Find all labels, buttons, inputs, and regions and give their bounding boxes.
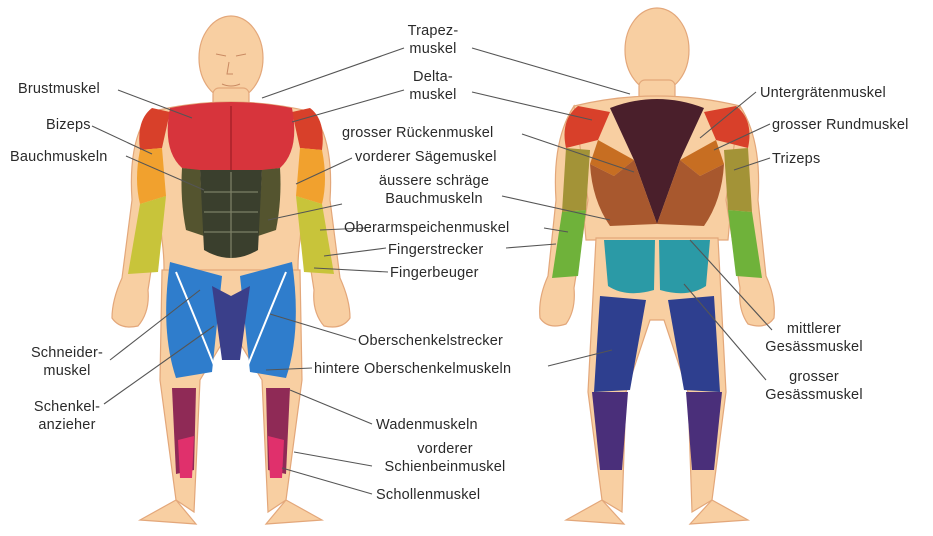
label-grosser-gesaess-line1: grosser bbox=[752, 368, 876, 386]
front-tibialis-left bbox=[178, 436, 194, 478]
label-trizeps: Trizeps bbox=[772, 150, 820, 168]
label-schollen: Schollenmuskel bbox=[376, 486, 480, 504]
label-trapez: Trapez- muskel bbox=[390, 22, 476, 58]
front-quads-right bbox=[240, 262, 296, 378]
label-delta-line2: muskel bbox=[390, 86, 476, 104]
label-mittlerer: mittlerer Gesässmuskel bbox=[752, 320, 876, 356]
label-trapez-line2: muskel bbox=[390, 40, 476, 58]
back-figure bbox=[540, 8, 775, 524]
label-schenkelanzieher: Schenkel- anzieher bbox=[22, 398, 112, 434]
front-tibialis-right bbox=[268, 436, 284, 478]
label-delta: Delta- muskel bbox=[390, 68, 476, 104]
label-untergraeten: Untergrätenmuskel bbox=[760, 84, 886, 102]
label-fingerstrecker: Fingerstrecker bbox=[388, 241, 483, 259]
label-schenkelanzieher-line1: Schenkel- bbox=[22, 398, 112, 416]
front-figure bbox=[112, 16, 350, 524]
label-brust: Brustmuskel bbox=[18, 80, 100, 98]
label-schienbein-line2: Schienbeinmuskel bbox=[370, 458, 520, 476]
label-bauch: Bauchmuskeln bbox=[10, 148, 108, 166]
label-saege: vorderer Sägemuskel bbox=[355, 148, 497, 166]
label-oberschenkelstrecker: Oberschenkelstrecker bbox=[358, 332, 503, 350]
label-delta-line1: Delta- bbox=[390, 68, 476, 86]
back-triceps-right bbox=[724, 148, 752, 212]
label-schraeg-line1: äussere schräge bbox=[356, 172, 512, 190]
front-biceps-right bbox=[296, 148, 325, 204]
label-oberarmspeichen: Oberarmspeichenmuskel bbox=[344, 219, 509, 237]
label-schneider-line1: Schneider- bbox=[22, 344, 112, 362]
label-schneider: Schneider- muskel bbox=[22, 344, 112, 380]
label-trapez-line1: Trapez- bbox=[390, 22, 476, 40]
back-triceps-left bbox=[562, 148, 590, 212]
front-biceps-left bbox=[137, 148, 166, 204]
back-glutes-left bbox=[604, 240, 655, 293]
label-grosser-gesaess-line2: Gesässmuskel bbox=[752, 386, 876, 404]
label-grosser-gesaess: grosser Gesässmuskel bbox=[752, 368, 876, 404]
label-rundmuskel: grosser Rundmuskel bbox=[772, 116, 909, 134]
label-bizeps: Bizeps bbox=[46, 116, 91, 134]
label-hintere: hintere Oberschenkelmuskeln bbox=[314, 360, 511, 378]
label-rueckenmuskel: grosser Rückenmuskel bbox=[342, 124, 493, 142]
label-schienbein: vorderer Schienbeinmuskel bbox=[370, 440, 520, 476]
label-waden: Wadenmuskeln bbox=[376, 416, 478, 434]
label-schraeg: äussere schräge Bauchmuskeln bbox=[356, 172, 512, 208]
label-schenkelanzieher-line2: anzieher bbox=[22, 416, 112, 434]
front-quads-left bbox=[166, 262, 222, 378]
label-fingerbeuger: Fingerbeuger bbox=[390, 264, 479, 282]
label-schraeg-line2: Bauchmuskeln bbox=[356, 190, 512, 208]
label-mittlerer-line1: mittlerer bbox=[752, 320, 876, 338]
label-schneider-line2: muskel bbox=[22, 362, 112, 380]
label-mittlerer-line2: Gesässmuskel bbox=[752, 338, 876, 356]
label-schienbein-line1: vorderer bbox=[370, 440, 520, 458]
